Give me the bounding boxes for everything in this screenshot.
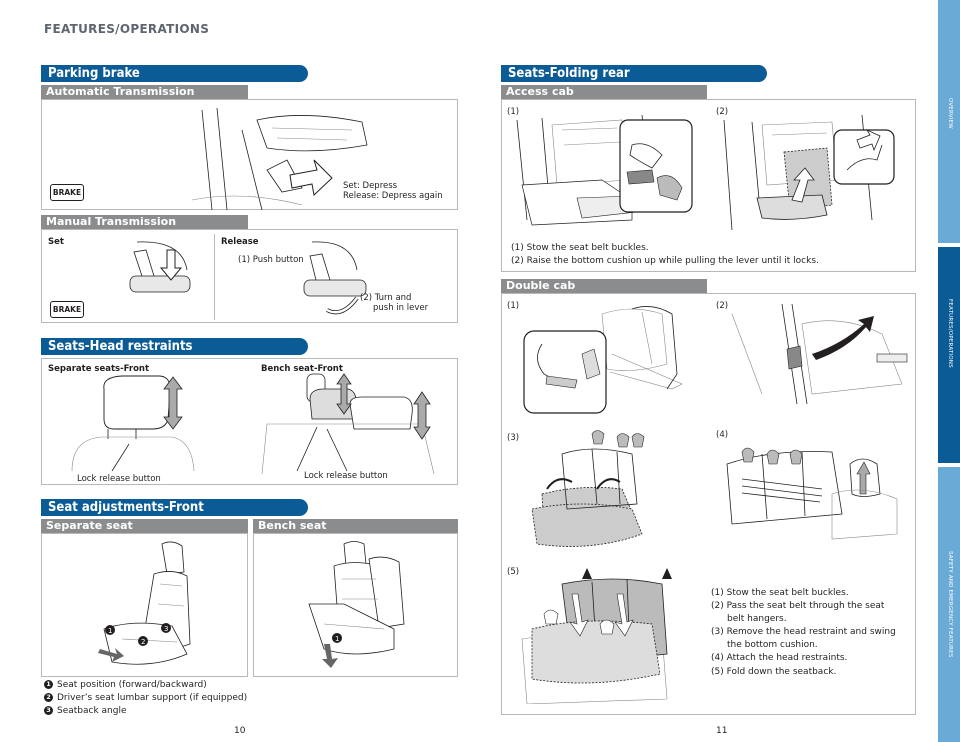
- head-restraints-illustration: [71, 373, 435, 475]
- double-cab-illustration: [521, 303, 908, 705]
- tab-features-operations[interactable]: FEATURES/OPERATIONS: [938, 247, 960, 463]
- double-step-3-cont: the bottom cushion.: [727, 640, 818, 651]
- legend-num-3: 3: [44, 706, 53, 715]
- brake-pedal-label: BRAKE: [50, 184, 84, 201]
- push-button-label: (1) Push button: [238, 255, 304, 265]
- bench-seat-figure: 1: [253, 533, 458, 677]
- bench-seat-title: Bench seat-Front: [261, 364, 343, 374]
- manual-brake-label: BRAKE: [50, 301, 84, 318]
- lock-release-left-label: Lock release button: [77, 474, 161, 484]
- tab-overview-label: OVERVIEW: [947, 98, 953, 129]
- double-step-1: (1) Stow the seat belt buckles.: [711, 588, 849, 598]
- double-fig1-label: (1): [507, 301, 520, 311]
- automatic-transmission-bar: Automatic Transmission: [41, 85, 248, 99]
- section-header: FEATURES/OPERATIONS: [44, 22, 210, 36]
- tab-safety-label: SAFETY AND EMERGENCY FEATURES: [947, 551, 953, 658]
- access-fig2-label: (2): [716, 107, 729, 117]
- legend-text-3: Seatback angle: [57, 706, 127, 716]
- double-cab-bar: Double cab: [501, 279, 707, 293]
- svg-text:3: 3: [164, 625, 168, 633]
- double-step-2: (2) Pass the seat belt through the seat: [711, 601, 885, 612]
- manual-transmission-bar: Manual Transmission: [41, 215, 248, 229]
- separate-seat-illustration: 1 2 3: [98, 541, 191, 665]
- separate-seat-figure: 1 2 3: [41, 533, 248, 677]
- seat-adjustments-banner: Seat adjustments-Front: [41, 499, 308, 516]
- release-instruction: Release: Depress again: [343, 191, 443, 201]
- access-fig1-label: (1): [507, 107, 520, 117]
- access-cab-figure: (1) (2) (1) Stow the seat belt buckles. …: [501, 99, 916, 272]
- tab-features-label: FEATURES/OPERATIONS: [947, 299, 953, 368]
- set-label: Set: [48, 237, 64, 247]
- legend-text-1: Seat position (forward/backward): [57, 680, 207, 690]
- double-step-4: (4) Attach the head restraints.: [711, 653, 848, 664]
- turn-label-line2: push in lever: [373, 303, 429, 313]
- legend-item-3: 3 Seatback angle: [44, 706, 127, 716]
- separate-seat-bar: Separate seat: [41, 519, 248, 533]
- double-step-5: (5) Fold down the seatback.: [711, 666, 837, 677]
- double-fig5-label: (5): [507, 567, 520, 577]
- double-step-2-cont: belt hangers.: [727, 614, 787, 625]
- set-instruction: Set: Depress: [343, 181, 398, 191]
- tab-safety-emergency[interactable]: SAFETY AND EMERGENCY FEATURES: [938, 467, 960, 742]
- page-number-right: 11: [716, 726, 728, 736]
- parking-brake-banner: Parking brake: [41, 65, 308, 82]
- manual-brake-figure: Set Release BRAKE (1) Push button (2) Tu…: [41, 229, 458, 323]
- folding-rear-banner: Seats-Folding rear: [501, 65, 767, 82]
- double-fig3-label: (3): [507, 433, 520, 443]
- access-cab-bar: Access cab: [501, 85, 707, 99]
- double-cab-steps: (1) Stow the seat belt buckles. (2) Pass…: [711, 587, 896, 679]
- legend-num-2: 2: [44, 693, 53, 702]
- separate-seats-title: Separate seats-Front: [48, 364, 150, 374]
- legend-text-2: Driver’s seat lumbar support (if equippe…: [57, 693, 248, 703]
- access-step-1: (1) Stow the seat belt buckles.: [511, 243, 649, 253]
- svg-text:2: 2: [141, 638, 145, 646]
- turn-label-line1: (2) Turn and: [360, 293, 412, 303]
- access-cab-illustration: [516, 114, 895, 231]
- tab-overview[interactable]: OVERVIEW: [938, 0, 960, 243]
- svg-text:1: 1: [108, 627, 112, 635]
- bench-seat-illustration: 1: [308, 541, 405, 668]
- head-restraints-banner: Seats-Head restraints: [41, 338, 308, 355]
- page-number-left: 10: [234, 726, 246, 736]
- legend-num-1: 1: [44, 680, 53, 689]
- bench-seat-bar: Bench seat: [253, 519, 458, 533]
- double-fig4-label: (4): [716, 430, 729, 440]
- double-cab-figure: (1) (2) (3) (4) (5): [501, 293, 916, 715]
- double-step-3: (3) Remove the head restraint and swing: [711, 627, 896, 638]
- automatic-brake-illustration: [191, 107, 368, 211]
- access-step-2: (2) Raise the bottom cushion up while pu…: [511, 256, 819, 266]
- release-label: Release: [221, 237, 259, 247]
- double-fig2-label: (2): [716, 301, 729, 311]
- svg-text:1: 1: [335, 635, 339, 643]
- legend-item-2: 2 Driver’s seat lumbar support (if equipp…: [44, 693, 247, 703]
- figure-divider: [214, 234, 215, 320]
- head-restraints-figure: Separate seats-Front Bench seat-Front Lo…: [41, 358, 458, 485]
- lock-release-right-label: Lock release button: [304, 471, 388, 481]
- legend-item-1: 1 Seat position (forward/backward): [44, 680, 207, 690]
- manual-brake-illustration: [129, 241, 367, 315]
- automatic-brake-figure: BRAKE Set: Depress Release: Depress agai…: [41, 99, 458, 211]
